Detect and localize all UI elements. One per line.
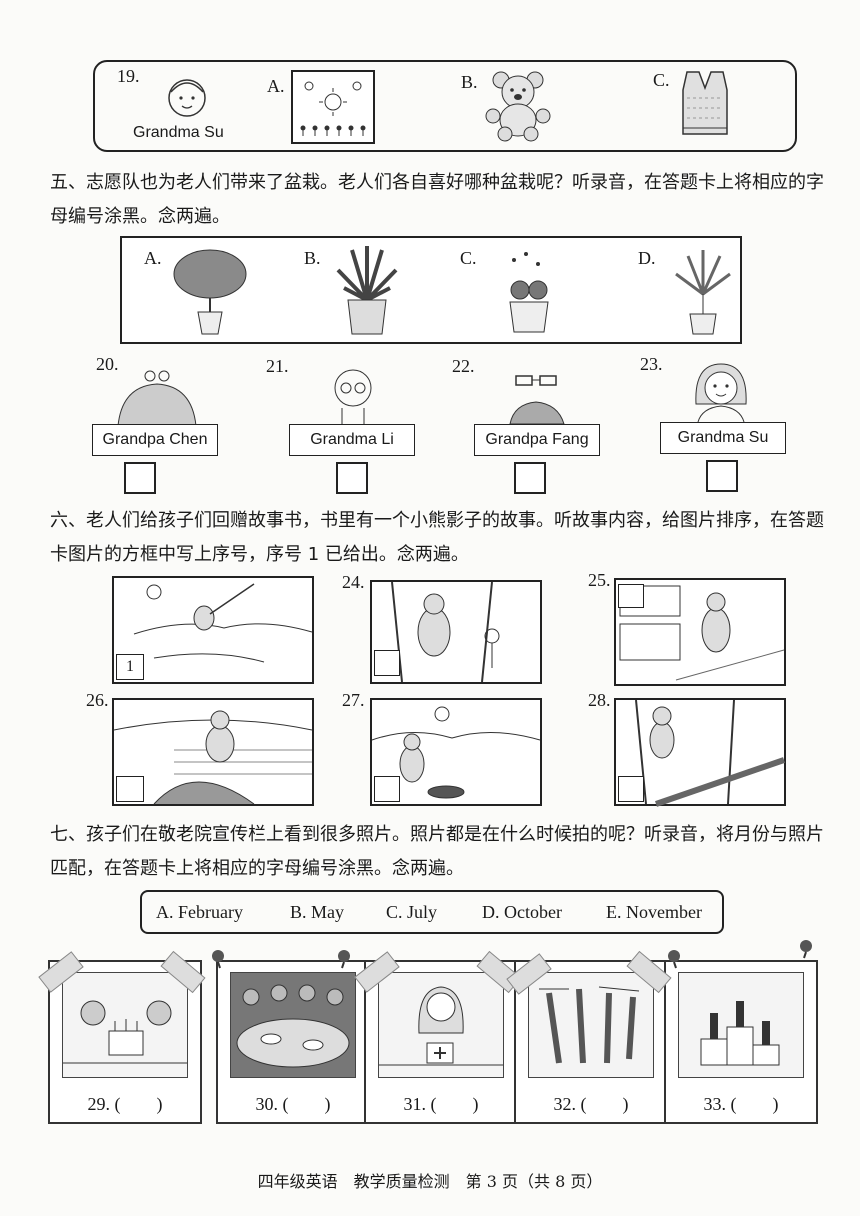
bear-lake-jumping-illustration [113,710,313,805]
sweater-vest-icon [682,71,728,135]
story-picture-26 [112,698,314,806]
bear-fishing-illustration [133,583,313,663]
month-option-c: C. July [386,902,438,922]
podium-winners-illustration [700,1001,780,1066]
story-first-number: 1 [126,658,134,675]
pin-icon [800,940,812,959]
months-options-box: A. February B. May C. July D. October E.… [140,890,724,934]
month-option-e: E. November [606,902,702,922]
q24-number: 24. [342,572,365,592]
q21-number: 21. [266,356,289,376]
grandma-li-name-box: Grandma Li [289,424,415,456]
round-tree-plant-icon [173,249,247,335]
q19-option-a-label: A. [267,76,285,96]
grandpa-chen-illustration [117,370,197,427]
q27-number: 27. [342,690,365,710]
photo-32-caption: 32. ( ) [553,1094,629,1114]
bear-forest-flower-illustration [391,581,500,683]
grandma-su-portrait [695,363,747,423]
section-7-instructions: 七、孩子们在敬老院宣传栏上看到很多照片。照片都是在什么时候拍的呢？听录音，将月份… [50,824,824,879]
sun-flowers-illustration [300,81,366,136]
photo-33-caption: 33. ( ) [703,1094,779,1114]
photo-29: 29. ( ) [48,960,202,1124]
pin-icon [668,950,680,969]
q22-number: 22. [452,356,475,376]
q25-answer-box[interactable] [618,584,644,608]
q26-number: 26. [86,690,109,710]
photo-29-caption: 29. ( ) [87,1094,163,1114]
photo-30-caption: 30. ( ) [255,1094,331,1114]
grandma-li-illustration [334,369,372,424]
q27-answer-box[interactable] [374,776,400,802]
plants-box: A. B. C. D. [120,236,742,344]
flower-pot-plant-icon [509,252,549,333]
hanging-clothes-illustration [539,986,640,1064]
plant-c-label: C. [460,248,477,268]
q24-answer-box[interactable] [374,650,400,676]
section-6-instructions: 六、老人们给孩子们回赠故事书，书里有一个小熊影子的故事。听故事内容，给图片排序，… [50,510,824,565]
clothes-picture [528,972,654,1078]
bear-path-illustration [635,699,785,807]
photo-31: 31. ( ) [364,960,518,1124]
podium-picture [678,972,804,1078]
q20-number: 20. [96,354,119,374]
q22-answer-box[interactable] [514,462,546,494]
spiky-leaf-plant-icon [336,246,398,335]
dinner-table-illustration [236,984,350,1068]
photo-30: 30. ( ) [216,960,370,1124]
q19-box: 19. Grandma Su A. B. C. [93,60,797,152]
photo-31-caption: 31. ( ) [403,1094,479,1114]
grandma-su-illustration [168,79,206,117]
month-option-d: D. October [482,902,562,922]
q19-option-a-picture [291,70,375,144]
birthday-party-picture [62,972,188,1078]
q23-number: 23. [640,354,663,374]
q19-option-c-label: C. [653,70,670,90]
story-picture-1: 1 [112,576,314,684]
family-dinner-picture [230,972,356,1078]
grandma-with-card-illustration [379,986,503,1066]
story-picture-27 [370,698,542,806]
q25-number: 25. [588,570,611,590]
plant-d-label: D. [638,248,656,268]
pin-icon [338,950,350,969]
grandma-card-picture [378,972,504,1078]
q20-answer-box[interactable] [124,462,156,494]
grandpa-fang-name-box: Grandpa Fang [474,424,600,456]
q28-answer-box[interactable] [618,776,644,802]
section-5-instructions: 五、志愿队也为老人们带来了盆栽。老人们各自喜好哪种盆栽呢？听录音，在答题卡上将相… [50,172,824,227]
story-picture-24 [370,580,542,684]
grandpa-fang-illustration [509,375,565,425]
grandma-su-name-box: Grandma Su [660,422,786,454]
page-footer: 四年级英语 教学质量检测 第 3 页（共 8 页） [257,1172,603,1191]
q19-option-b-label: B. [461,72,478,92]
month-option-b: B. May [290,902,344,922]
bear-hole-illustration [371,706,541,799]
q28-number: 28. [588,690,611,710]
pin-icon [212,950,224,969]
q19-person-name: Grandma Su [133,124,224,141]
photo-32: 32. ( ) [514,960,668,1124]
q23-answer-box[interactable] [706,460,738,492]
q19-number: 19. [117,66,140,86]
grandpa-chen-name-box: Grandpa Chen [92,424,218,456]
teddy-bear-icon [485,71,551,142]
story-picture-28 [614,698,786,807]
q26-answer-box[interactable] [116,776,144,802]
story-picture-25 [614,578,786,686]
plant-b-label: B. [304,248,321,268]
month-option-a: A. February [156,902,243,922]
photo-33: 33. ( ) [664,960,818,1124]
story-first-number-box: 1 [116,654,144,680]
lily-plant-icon [675,250,731,335]
q21-answer-box[interactable] [336,462,368,494]
birthday-cake-illustration [63,1000,187,1064]
plant-a-label: A. [144,248,162,268]
